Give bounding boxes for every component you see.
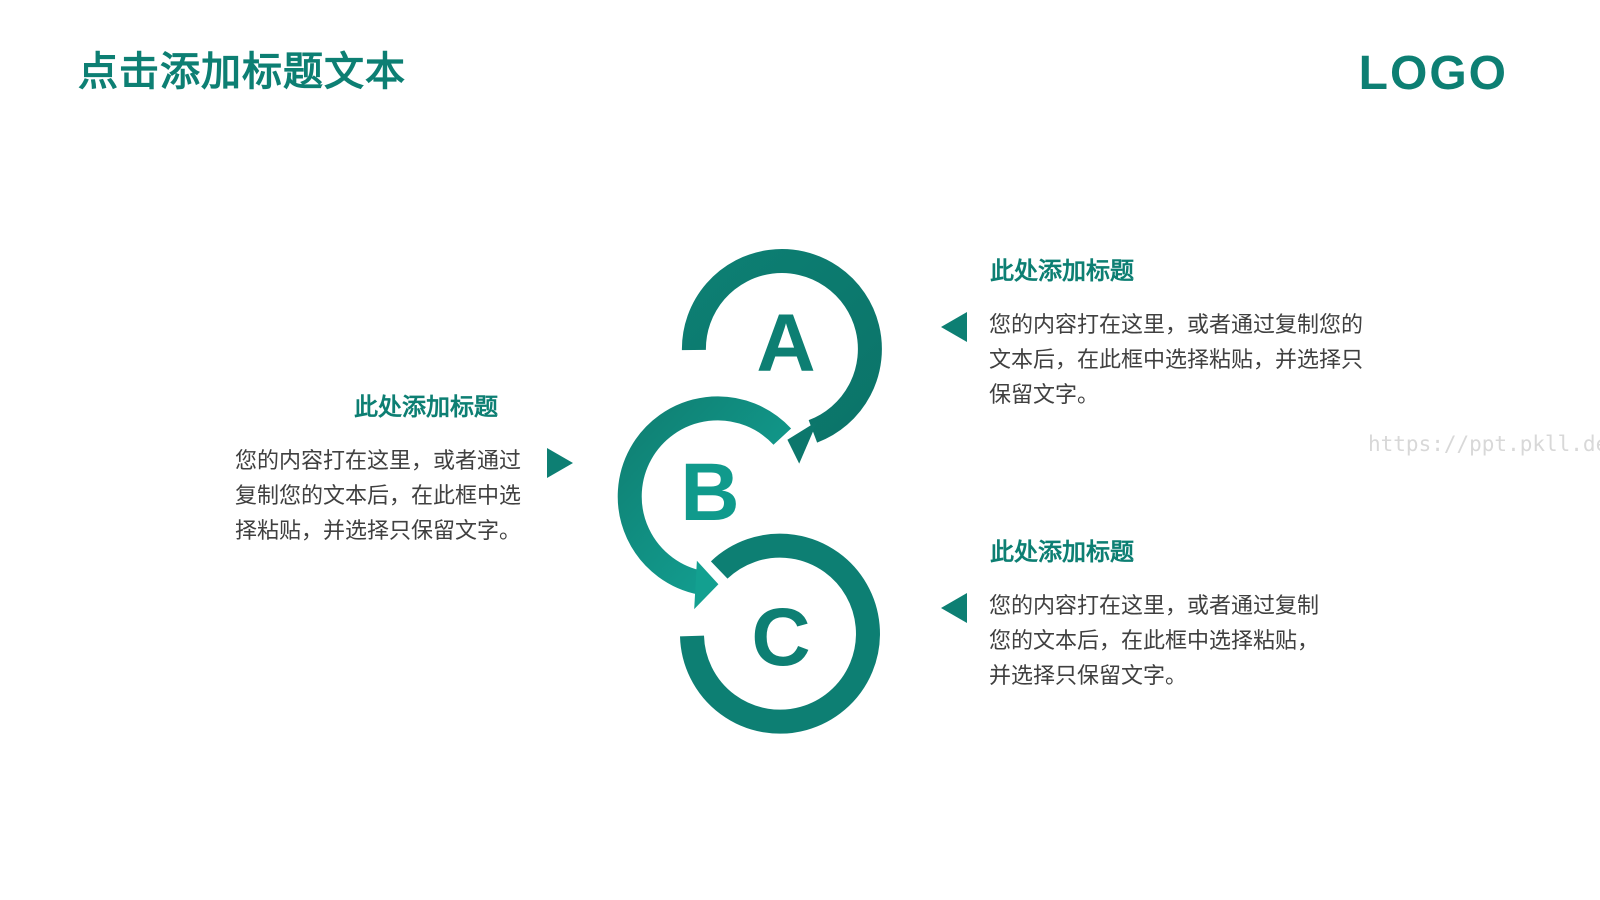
slide-title[interactable]: 点击添加标题文本 — [78, 49, 406, 95]
logo-placeholder: LOGO — [1358, 47, 1508, 100]
block-a-text[interactable]: 您的内容打在这里，或者通过复制您的文本后，在此框中选择粘贴，并选择只保留文字。 — [989, 313, 1364, 408]
block-b-pointer — [547, 448, 573, 478]
step-letter-a: A — [756, 298, 815, 389]
block-c-title[interactable]: 此处添加标题 — [990, 538, 1134, 566]
block-b-title[interactable]: 此处添加标题 — [354, 393, 498, 421]
step-letter-c: C — [751, 592, 810, 683]
arrow-head-a — [787, 421, 818, 464]
ring-b — [617, 396, 792, 610]
block-a-title[interactable]: 此处添加标题 — [990, 257, 1134, 285]
block-c-pointer — [941, 593, 967, 623]
block-b-text[interactable]: 您的内容打在这里，或者通过复制您的文本后，在此框中选择粘贴，并选择只保留文字。 — [235, 449, 522, 544]
ring-c — [680, 533, 880, 734]
block-c-text[interactable]: 您的内容打在这里，或者通过复制您的文本后，在此框中选择粘贴，并选择只保留文字。 — [989, 594, 1320, 689]
ring-a — [681, 249, 882, 464]
block-a-pointer — [941, 312, 967, 342]
watermark: https://ppt.pkll.de — [1368, 432, 1600, 456]
step-letter-b: B — [680, 447, 739, 538]
arrow-head-b — [694, 560, 719, 610]
